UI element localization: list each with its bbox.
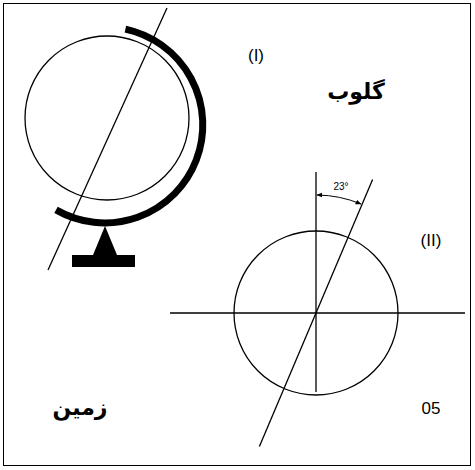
earth-axis: [259, 180, 372, 447]
globe-meridian-stand: [56, 29, 203, 223]
globe-circle: [25, 36, 189, 200]
vertical-line: [315, 172, 316, 392]
page-number: 05: [422, 400, 441, 419]
figure-number: (II): [421, 232, 442, 251]
globe-stem: [93, 226, 117, 255]
globe-base: [72, 255, 135, 267]
figure-number: (I): [248, 47, 264, 66]
figure-title: زمین: [52, 396, 107, 420]
angle-label: 23°: [333, 181, 348, 192]
figure-title: گلوب: [327, 80, 385, 104]
equator-line: [170, 312, 465, 313]
angle-arc: [317, 195, 361, 204]
globe-axis: [48, 8, 167, 270]
frame: [4, 4, 471, 466]
